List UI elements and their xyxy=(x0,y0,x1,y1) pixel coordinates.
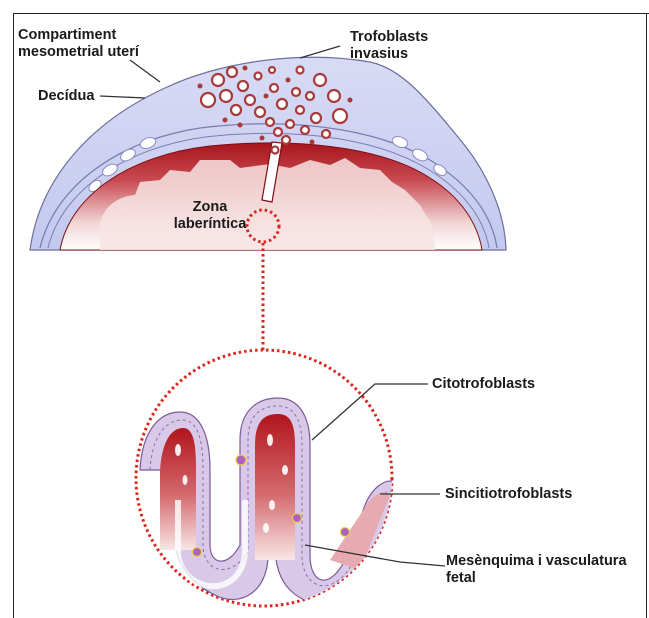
label-trophoblasts: Trofoblasts invasius xyxy=(350,29,428,63)
label-cytotrophoblasts: Citotrofoblasts xyxy=(432,376,535,393)
label-labyrinth-line2: laberíntica xyxy=(170,216,250,233)
label-compartment: Compartiment mesometrial uterí xyxy=(18,27,139,61)
label-trophoblasts-line1: Trofoblasts xyxy=(350,29,428,46)
label-syncytiotrophoblasts: Sincitiotrofoblasts xyxy=(445,486,572,503)
label-trophoblasts-line2: invasius xyxy=(350,46,428,63)
label-labyrinth-line1: Zona xyxy=(170,199,250,216)
label-compartment-line2: mesometrial uterí xyxy=(18,44,139,61)
label-mesenchyme-line1: Mesènquima i vasculatura xyxy=(446,553,627,570)
label-mesenchyme-line2: fetal xyxy=(446,570,627,587)
villus-core-middle xyxy=(255,414,295,560)
label-mesenchyme: Mesènquima i vasculatura fetal xyxy=(446,553,627,587)
label-labyrinth: Zona laberíntica xyxy=(170,199,250,233)
label-decidua: Decídua xyxy=(38,88,94,105)
label-compartment-line1: Compartiment xyxy=(18,27,139,44)
